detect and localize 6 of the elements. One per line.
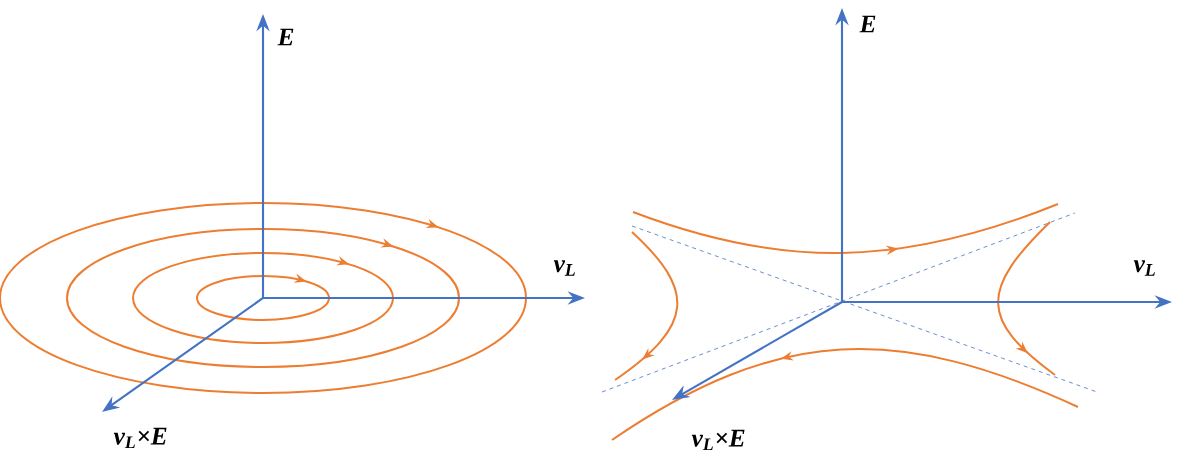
axis-label: v$_{L}$×E — [113, 427, 167, 449]
axis-label: v$_{L}$ — [1133, 260, 1155, 276]
axis-label: E — [277, 28, 294, 46]
axis-label: v$_{L}$×E — [691, 429, 745, 451]
axis-label: v$_{L}$ — [553, 260, 575, 276]
axis-label: E — [859, 15, 876, 33]
